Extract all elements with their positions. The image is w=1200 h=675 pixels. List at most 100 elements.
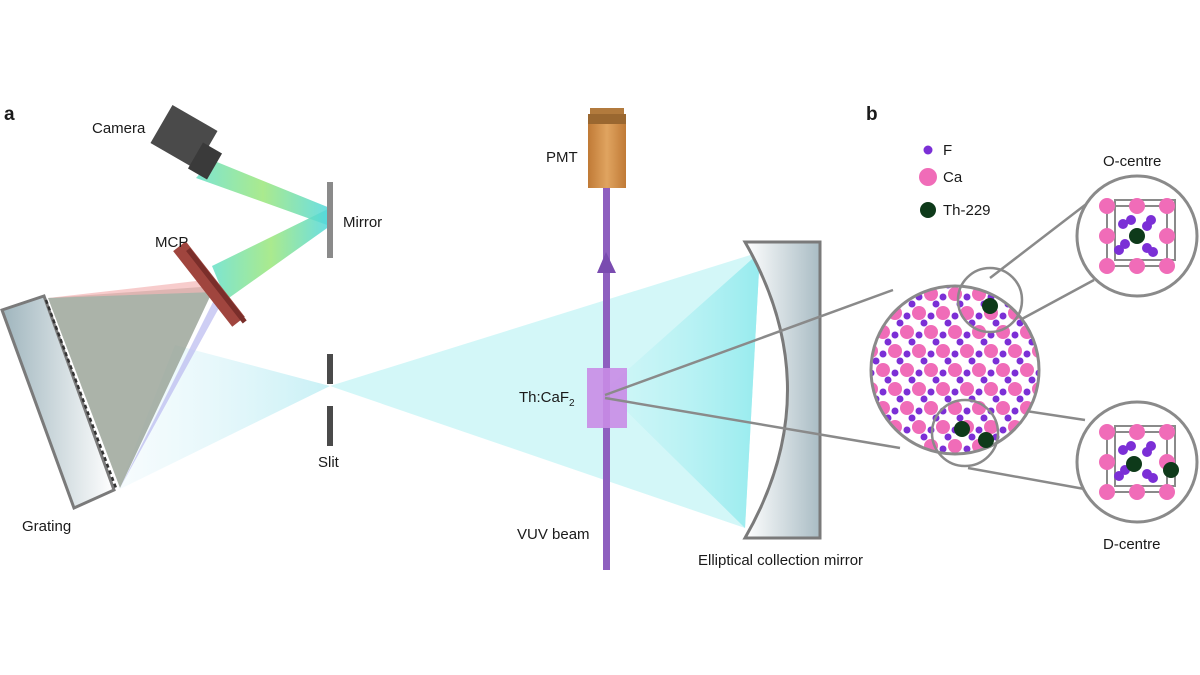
lattice-calcium-atom [840,420,854,434]
lattice-fluorine-atom [1023,426,1031,434]
grating [0,294,118,511]
lattice-fluorine-atom [1029,491,1036,498]
lattice-fluorine-atom [861,339,868,346]
lattice-fluorine-atom [896,286,904,289]
lattice-fluorine-atom [1035,293,1039,301]
lattice-fluorine-atom [980,414,988,422]
collection-mirror-label: Elliptical collection mirror [698,552,863,569]
lattice-fluorine-atom [885,491,892,498]
lattice-fluorine-atom [844,294,851,301]
lattice-fluorine-atom [844,408,851,415]
cell-fluorine-atom [1146,441,1156,451]
lattice-fluorine-atom [872,357,880,365]
lattice-fluorine-atom [957,491,964,498]
cell-fluorine-atom [1148,473,1158,483]
lattice-fluorine-atom [1041,358,1048,365]
legend: F Ca Th-229 [919,142,991,219]
lattice-fluorine-atom [1065,396,1072,403]
lattice-fluorine-atom [872,319,880,327]
lattice-fluorine-atom [968,357,976,365]
lattice-calcium-atom [1008,382,1022,396]
lattice-calcium-atom [912,268,926,282]
lattice-calcium-atom [936,268,950,282]
lattice-fluorine-atom [861,377,868,384]
pmt [588,108,626,188]
camera [150,104,223,180]
lattice-fluorine-atom [1048,351,1055,358]
lattice-fluorine-atom [884,376,892,384]
lattice-fluorine-atom [908,452,916,454]
cell-calcium-atom [1129,424,1145,440]
cell-calcium-atom [1099,484,1115,500]
lattice-fluorine-atom [1028,300,1036,308]
lattice-fluorine-atom [891,293,899,301]
cell-fluorine-atom [1126,441,1136,451]
lattice-calcium-atom [900,477,914,491]
lattice-fluorine-atom [1060,256,1067,263]
lattice-calcium-atom [1056,268,1070,282]
lattice-fluorine-atom [928,465,935,472]
lattice-calcium-atom [1044,439,1058,453]
cell-calcium-atom [1099,258,1115,274]
lattice-calcium-atom [1032,268,1046,282]
lattice-calcium-atom [828,287,842,301]
lattice-fluorine-atom [861,263,868,270]
lattice-calcium-atom [948,325,962,339]
lattice-fluorine-atom [1016,395,1024,403]
lattice-fluorine-atom [951,350,959,358]
lattice-fluorine-atom [1036,484,1043,491]
lattice-fluorine-atom [940,484,947,491]
lattice-calcium-atom [936,420,950,434]
lattice-fluorine-atom [832,427,839,434]
lattice-fluorine-atom [837,453,844,460]
cell-fluorine-atom [1118,219,1128,229]
lattice-fluorine-atom [1077,339,1084,346]
lattice-calcium-atom [960,344,974,358]
lattice-calcium-atom [984,420,998,434]
lattice-fluorine-atom [837,339,844,346]
cell-calcium-atom [1159,198,1175,214]
lattice-fluorine-atom [1113,396,1120,403]
lattice-fluorine-atom [844,332,851,339]
cell-calcium-atom [1099,228,1115,244]
lattice-fluorine-atom [968,433,976,441]
lattice-fluorine-atom [1060,408,1067,415]
lattice-fluorine-atom [939,445,947,453]
lattice-fluorine-atom [891,369,899,377]
lattice-fluorine-atom [963,407,971,415]
lattice-fluorine-atom [1016,357,1024,365]
slit-label: Slit [318,454,340,471]
lattice-fluorine-atom [927,350,935,358]
lattice-fluorine-atom [1028,452,1036,454]
lattice-calcium-atom [948,249,962,263]
lattice-fluorine-atom [880,275,887,282]
lattice-fluorine-atom [928,275,935,282]
lattice-fluorine-atom [992,395,1000,403]
lattice-fluorine-atom [1024,275,1031,282]
lattice-calcium-atom [996,363,1010,377]
cell-fluorine-atom [1118,445,1128,455]
lattice-fluorine-atom [1065,320,1072,327]
lattice-calcium-atom [900,325,914,339]
lattice-fluorine-atom [1053,491,1060,498]
lattice-fluorine-atom [892,484,899,491]
lattice-fluorine-atom [933,263,940,270]
lattice-fluorine-atom [1084,370,1091,377]
lattice-fluorine-atom [1060,332,1067,339]
lattice-fluorine-atom [1011,445,1019,453]
lattice-fluorine-atom [1048,465,1055,472]
lattice-fluorine-atom [1023,350,1031,358]
lattice-fluorine-atom [884,300,892,308]
lattice-calcium-atom [1104,344,1118,358]
lattice-calcium-atom [888,382,902,396]
lattice-fluorine-atom [871,331,875,339]
lattice-calcium-atom [924,363,938,377]
lattice-fluorine-atom [915,331,923,339]
lattice-fluorine-atom [1108,370,1115,377]
lattice-fluorine-atom [856,275,863,282]
cell-fluorine-atom [1126,215,1136,225]
lattice-fluorine-atom [1084,294,1091,301]
lattice-calcium-atom [871,306,878,320]
lattice-fluorine-atom [1089,358,1096,365]
lattice-fluorine-atom [903,312,911,320]
